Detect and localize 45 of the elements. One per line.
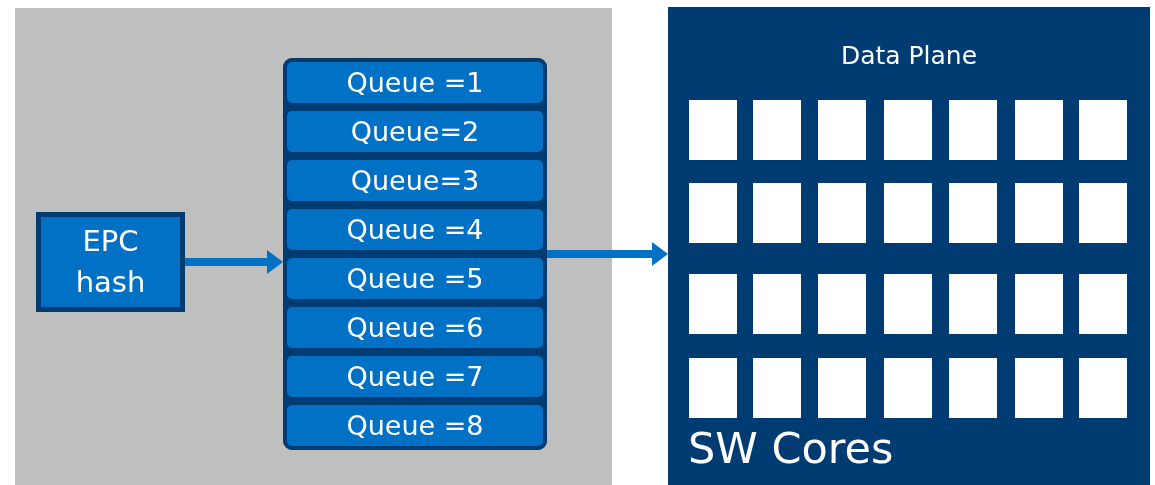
core-block bbox=[949, 183, 997, 243]
core-block bbox=[884, 100, 932, 160]
core-block bbox=[689, 274, 737, 334]
core-block bbox=[1015, 358, 1063, 418]
core-block bbox=[949, 274, 997, 334]
card-panel bbox=[15, 8, 612, 485]
core-block bbox=[818, 274, 866, 334]
core-block bbox=[1015, 274, 1063, 334]
core-block bbox=[1079, 183, 1127, 243]
core-block bbox=[949, 358, 997, 418]
core-block bbox=[1015, 183, 1063, 243]
core-block bbox=[1079, 358, 1127, 418]
process-box bbox=[36, 212, 185, 312]
queue-label: Queue =6 bbox=[346, 314, 484, 341]
core-block bbox=[753, 358, 801, 418]
core-block bbox=[1079, 274, 1127, 334]
core-block bbox=[884, 183, 932, 243]
queue-label: Queue=3 bbox=[350, 167, 480, 194]
queue-stack bbox=[283, 58, 547, 450]
core-block bbox=[1015, 100, 1063, 160]
core-block bbox=[689, 358, 737, 418]
core-block bbox=[689, 183, 737, 243]
arrow bbox=[547, 242, 668, 266]
arrow bbox=[185, 250, 283, 274]
core-block bbox=[689, 100, 737, 160]
core-block bbox=[949, 100, 997, 160]
core-block bbox=[818, 358, 866, 418]
core-block bbox=[753, 100, 801, 160]
core-block bbox=[884, 274, 932, 334]
queue-label: Queue =5 bbox=[346, 265, 484, 292]
core-block bbox=[753, 274, 801, 334]
core-block bbox=[1079, 100, 1127, 160]
queue-label: Queue=2 bbox=[350, 118, 480, 145]
queue-label: Queue =4 bbox=[346, 216, 484, 243]
core-block bbox=[818, 183, 866, 243]
queue-label: Queue =1 bbox=[346, 69, 484, 96]
panel-title: SW Cores bbox=[688, 423, 894, 473]
core-block bbox=[884, 358, 932, 418]
box-label: EPC hash bbox=[74, 223, 147, 301]
core-block bbox=[818, 100, 866, 160]
panel-heading: Data Plane bbox=[839, 41, 979, 70]
queue-label: Queue =8 bbox=[346, 412, 484, 439]
queue-label: Queue =7 bbox=[346, 363, 484, 390]
cores-panel bbox=[668, 7, 1150, 485]
core-block bbox=[753, 183, 801, 243]
